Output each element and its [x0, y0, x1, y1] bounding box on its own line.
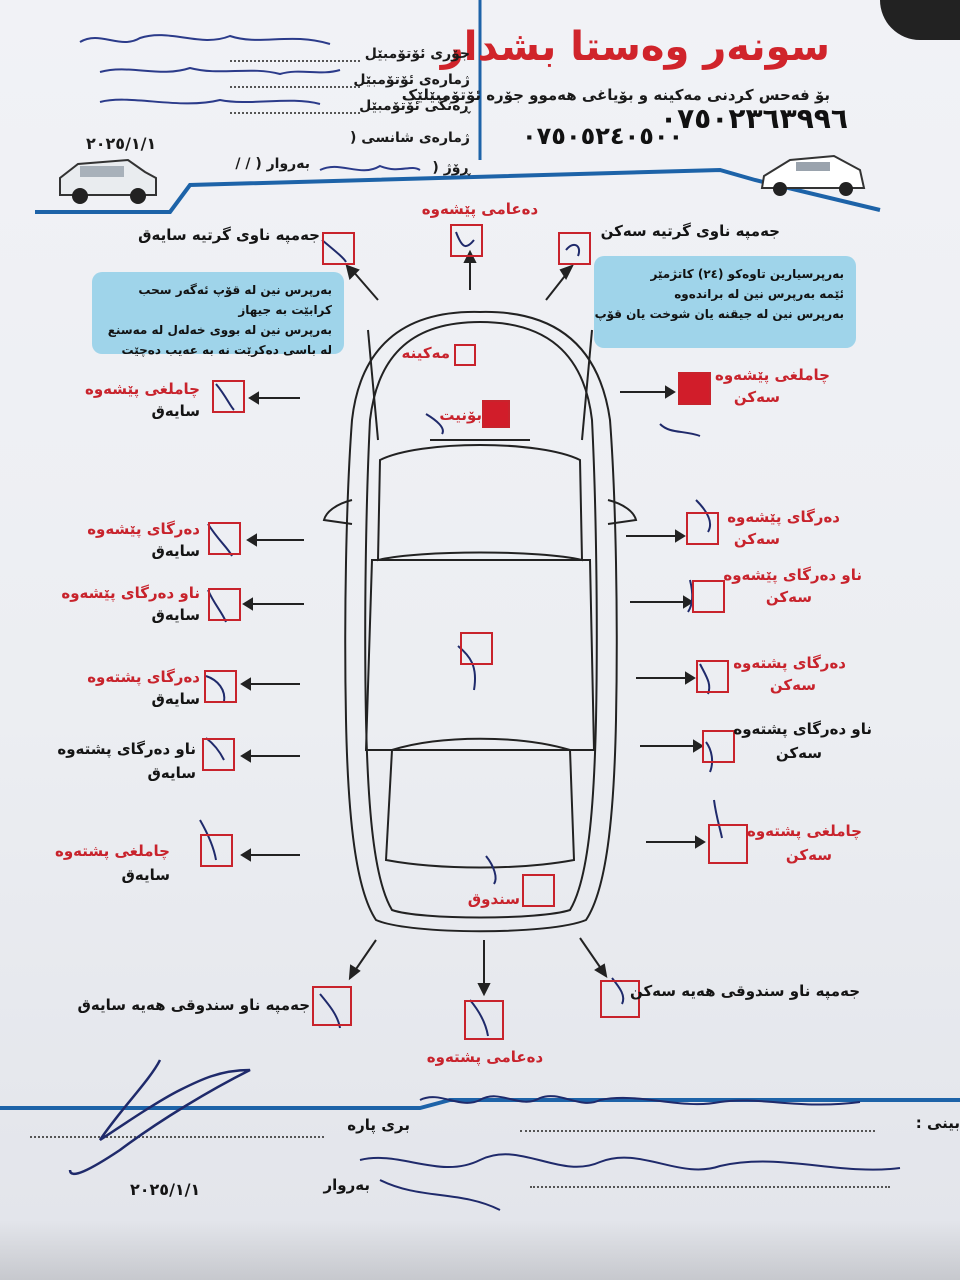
front-fender-left-checkbox[interactable] [212, 380, 245, 413]
phone-secondary: ٠٧٥٠٥٢٤٠٥٠٠ [522, 122, 684, 150]
front-door-left-side: سایەق [151, 542, 200, 560]
front-door-inner-left-side: سایەق [151, 606, 200, 624]
rear-fender-right-label: چاملغی پشتەوە [746, 822, 862, 840]
header-frame [35, 0, 881, 214]
trunk-checkbox[interactable] [522, 874, 555, 907]
front-fender-right-side: سەکن [733, 388, 780, 406]
car-type-label: جۆری ئۆتۆمبێل [364, 46, 470, 62]
witness-label: بینی : [915, 1114, 960, 1132]
info-box-right: بەرپرسیارین تاوەکو (٢٤) کاتژمێر ئێمە بەر… [594, 256, 856, 348]
front-fender-left-side: سایەق [151, 402, 200, 420]
coupe-illustration [760, 154, 866, 196]
car-type-line [230, 60, 360, 62]
front-bumper-label: دەعامی پێشەوە [421, 200, 539, 218]
rear-fender-left-checkbox[interactable] [200, 834, 233, 867]
rear-door-left-label: دەرگای پشتەوە [87, 668, 200, 686]
rear-corner-right-checkbox[interactable] [600, 980, 640, 1018]
info-left-line-1: بەرپرس نین لە قۆپ ئەگەر سحب کرابێت بە جی… [138, 283, 332, 317]
car-color-line [230, 112, 360, 114]
phone-primary: ٠٧٥٠٢٣٦٣٩٩٦ [660, 102, 848, 135]
rear-door-inner-right-label: ناو دەرگای پشتەوە [733, 720, 872, 738]
car-color-label: ڕەنگی ئۆتۆمبێل [359, 98, 470, 114]
front-door-left-checkbox[interactable] [208, 522, 241, 555]
paper-shadow [0, 1220, 960, 1280]
engine-checkbox[interactable] [454, 344, 476, 366]
front-door-right-checkbox[interactable] [686, 512, 719, 545]
footer-divider [0, 1098, 960, 1110]
front-door-inner-left-checkbox[interactable] [208, 588, 241, 621]
rear-door-inner-left-side: سایەق [147, 764, 196, 782]
arrows [240, 249, 706, 997]
rear-door-inner-right-checkbox[interactable] [702, 730, 735, 763]
car-number-line [230, 86, 360, 88]
footer-date-label: بەروار [323, 1176, 370, 1194]
signature-tail [379, 1179, 501, 1211]
front-door-inner-right-label: ناو دەرگای پێشەوە [723, 566, 862, 584]
front-right-corner-checkbox[interactable] [558, 232, 591, 265]
trunk-label: سندوق [467, 890, 520, 908]
suv-illustration [59, 158, 157, 204]
price-label: بری پارە [347, 1116, 410, 1134]
header-handwriting [79, 34, 421, 172]
rear-corner-left-checkbox[interactable] [312, 986, 352, 1026]
front-fender-right-label: چاملغی پێشەوە [714, 366, 830, 384]
day-label: ڕۆژ ( [432, 160, 470, 176]
front-right-corner-label: جەمپە ناوی گرتیە سەکن [600, 222, 780, 240]
front-door-right-side: سەکن [733, 530, 780, 548]
front-door-inner-left-label: ناو دەرگای پێشەوە [61, 584, 200, 602]
signature-right [419, 1095, 861, 1106]
rear-door-inner-left-checkbox[interactable] [202, 738, 235, 771]
signature-line[interactable] [530, 1186, 890, 1188]
front-left-corner-label: جەمپە ناوی گرتیە سایەق [138, 226, 320, 244]
signature-bottom [359, 1153, 901, 1171]
witness-line[interactable] [520, 1130, 875, 1132]
signatures [68, 1059, 901, 1211]
brand-tagline: بۆ فەحس کردنی مەکینە و بۆیاغی هەموو جۆرە… [401, 86, 830, 104]
front-fender-left-label: چاملغی پێشەوە [84, 380, 200, 398]
date-value: ٢٠٢٥/١/١ [86, 134, 157, 153]
bonnet-label: بۆنیت [439, 406, 482, 424]
rear-door-left-side: سایەق [151, 690, 200, 708]
signature-left [68, 1059, 251, 1176]
front-fender-right-checkbox[interactable] [678, 372, 711, 405]
rear-door-right-side: سەکن [769, 676, 816, 694]
front-door-inner-right-side: سەکن [765, 588, 812, 606]
front-door-right-label: دەرگای پێشەوە [727, 508, 840, 526]
bonnet-checkbox[interactable] [482, 400, 510, 428]
rear-door-inner-right-side: سەکن [775, 744, 822, 762]
footer-date-value: ٢٠٢٥/١/١ [130, 1180, 201, 1199]
price-line[interactable] [30, 1136, 324, 1138]
rear-door-right-checkbox[interactable] [696, 660, 729, 693]
front-left-corner-checkbox[interactable] [322, 232, 355, 265]
info-right-line-3: بەرپرس نین لە جیقنە یان شوخت یان قۆپ [594, 307, 844, 321]
rear-bumper-label: دەعامی پشتەوە [426, 1048, 544, 1066]
car-outline [322, 310, 638, 933]
brand-title: سونەر وەستا بشدار [440, 24, 830, 70]
info-left-line-2: بەرپرس نین لە بووی خەلەل لە مەسنع لە باس… [107, 323, 332, 357]
front-door-inner-right-checkbox[interactable] [692, 580, 725, 613]
front-door-left-label: دەرگای پێشەوە [87, 520, 200, 538]
rear-fender-right-checkbox[interactable] [708, 824, 748, 864]
rear-corner-left-label: جەمپە ناو سندوقی هەیە سایەق [77, 996, 311, 1014]
rear-bumper-checkbox[interactable] [464, 1000, 504, 1040]
car-number-label: ژمارەی ئۆتۆمبێل [353, 72, 470, 88]
rear-door-inner-left-label: ناو دەرگای پشتەوە [57, 740, 196, 758]
info-box-left: بەرپرس نین لە قۆپ ئەگەر سحب کرابێت بە جی… [92, 272, 344, 357]
rear-corner-right-label: جەمپە ناو سندوقی هەیە سەکن [629, 982, 860, 1000]
engine-label: مەکینە [401, 344, 450, 362]
rear-door-right-label: دەرگای پشتەوە [733, 654, 846, 672]
rear-fender-left-label: چاملغی پشتەوە [54, 842, 170, 860]
info-right-line-2: ئێمە بەرپرس نین لە براندەوە [674, 287, 844, 301]
chassis-number-label: ژمارەی شانسی ( [350, 130, 470, 146]
info-right-line-1: بەرپرسیارین تاوەکو (٢٤) کاتژمێر [650, 267, 844, 281]
rear-door-left-checkbox[interactable] [204, 670, 237, 703]
rear-fender-right-side: سەکن [785, 846, 832, 864]
date-label: بەروار ( / / [235, 156, 310, 172]
rear-fender-left-side: سایەق [121, 866, 170, 884]
front-bumper-checkbox[interactable] [450, 224, 483, 257]
roof-checkbox[interactable] [460, 632, 493, 665]
